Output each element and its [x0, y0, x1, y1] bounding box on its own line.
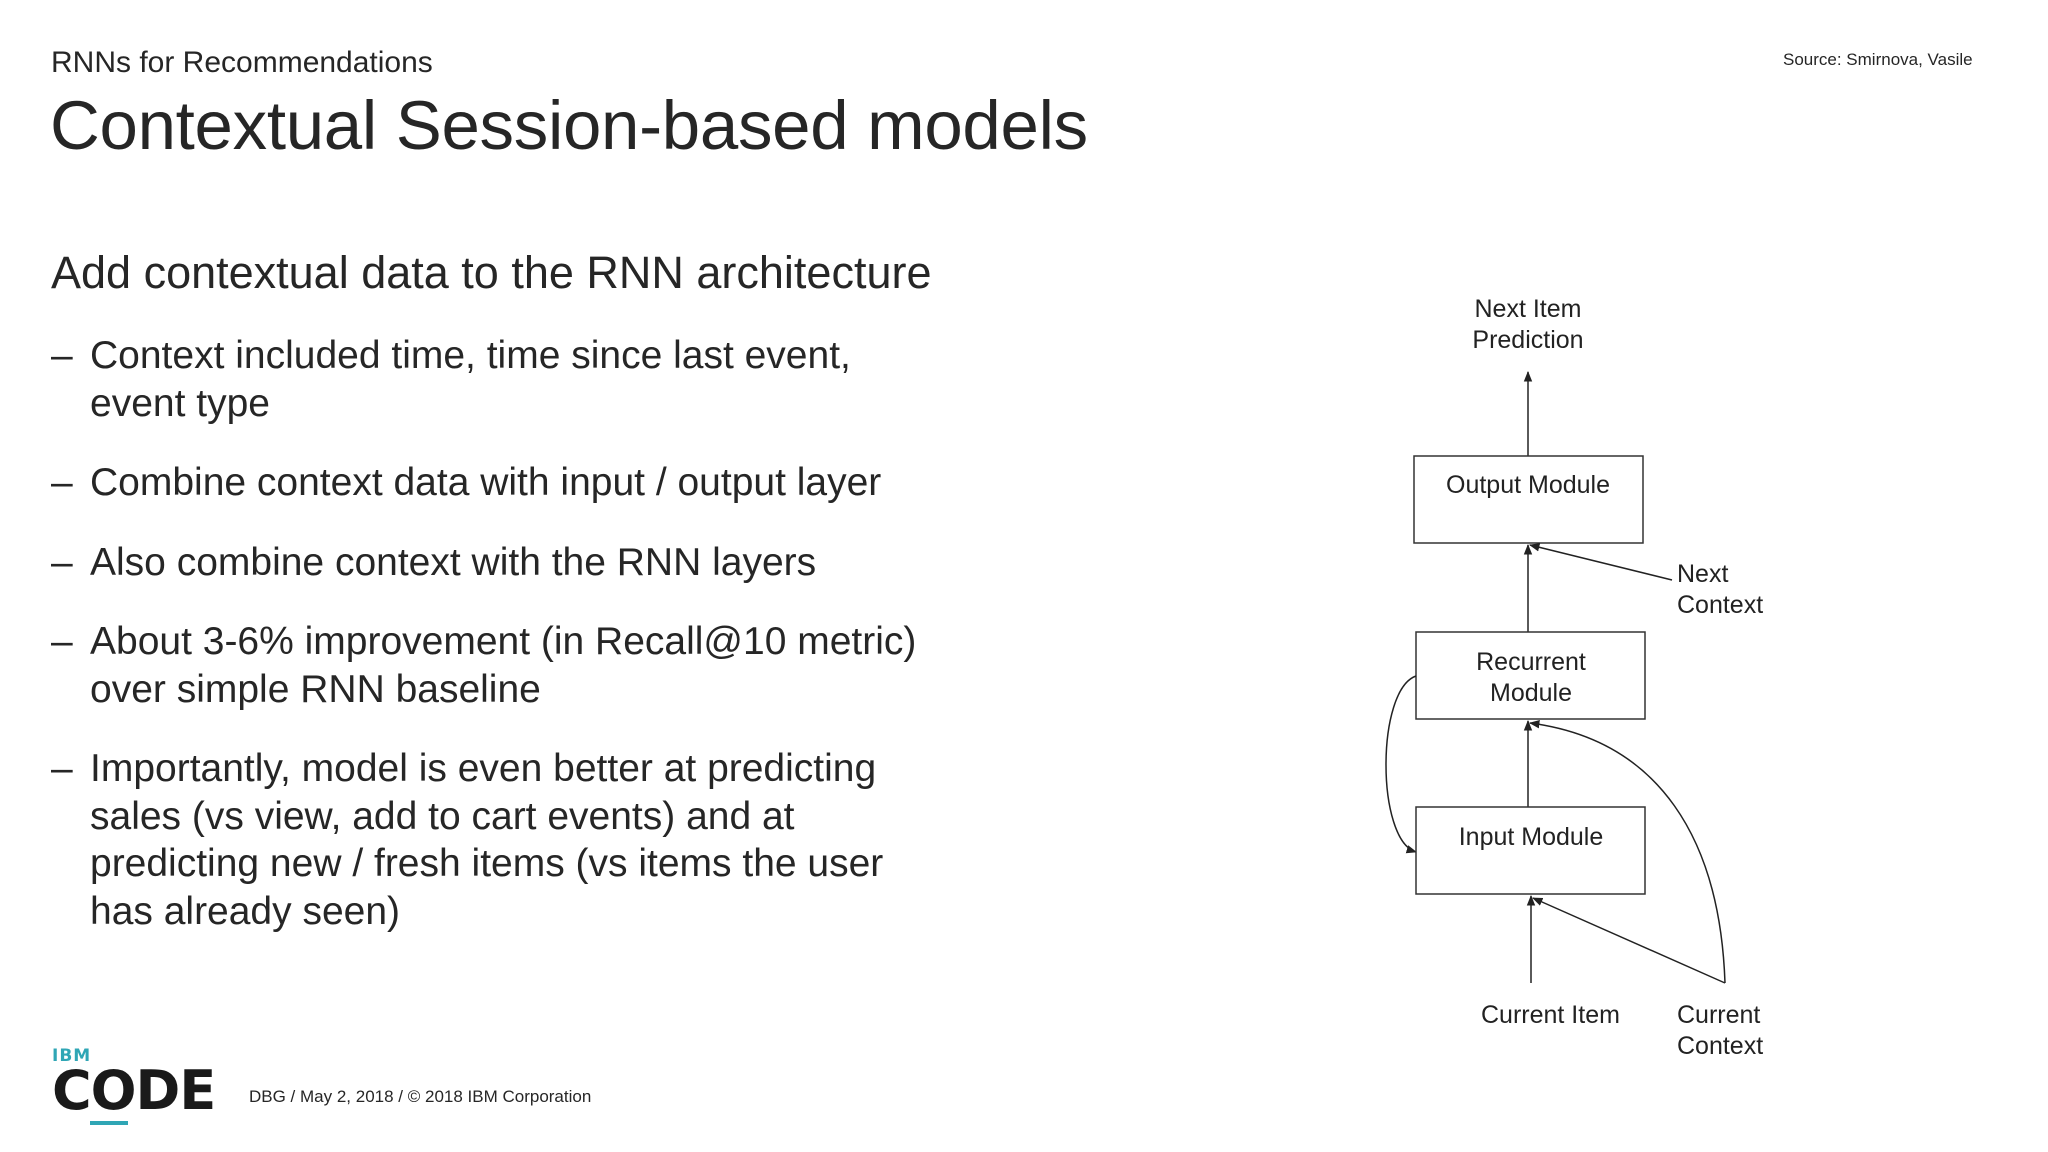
bullet-item: – Also combine context with the RNN laye… [51, 539, 1011, 587]
current-context-label: Current [1677, 1001, 1760, 1029]
logo-code-text: CODE [52, 1059, 216, 1122]
next-context-label: Context [1677, 591, 1763, 619]
bullet-item: – Combine context data with input / outp… [51, 459, 1011, 507]
slide-kicker: RNNs for Recommendations [51, 46, 433, 79]
recurrent-module-box [1415, 631, 1646, 720]
bullet-line: event type [90, 381, 270, 425]
bullet-line: sales (vs view, add to cart events) and … [90, 794, 795, 838]
next-item-prediction-label: Prediction [1472, 326, 1583, 354]
recurrent-module-label: Recurrent [1476, 648, 1586, 676]
bullet-line: Importantly, model is even better at pre… [90, 747, 877, 790]
arrow-next-context [1528, 543, 1673, 581]
current-item-label: Current Item [1481, 1001, 1620, 1029]
bullet-list: – Context included time, time since last… [51, 332, 1011, 967]
lead-text: Add contextual data to the RNN architect… [51, 247, 932, 298]
recurrent-loop-arrow [1385, 675, 1418, 854]
bullet-line: Combine context data with input / output… [90, 461, 882, 504]
input-module-box [1415, 806, 1646, 895]
next-item-prediction-label: Next Item [1475, 295, 1582, 323]
source-note: Source: Smirnova, Vasile [1783, 50, 1973, 69]
bullet-line: Also combine context with the RNN layers [90, 540, 817, 584]
bullet-item: – Importantly, model is even better at p… [51, 745, 1011, 935]
bullet-line: has already seen) [90, 889, 401, 933]
arrow-context-to-recurrent [1528, 720, 1726, 984]
bullet-line: over simple RNN baseline [90, 667, 541, 711]
bullet-dash: – [51, 620, 73, 663]
next-context-label: Next [1677, 560, 1728, 588]
output-module-label: Output Module [1446, 471, 1610, 499]
current-context-label: Context [1677, 1032, 1763, 1060]
architecture-diagram: Next Item Prediction Output Module Next … [1380, 280, 1820, 1080]
bullet-dash: – [51, 334, 73, 377]
slide-title: Contextual Session-based models [50, 87, 1088, 164]
bullet-dash: – [51, 540, 73, 584]
bullet-dash: – [51, 461, 73, 504]
bullet-line: About 3-6% improvement (in Recall@10 met… [90, 620, 917, 663]
footer-text: DBG / May 2, 2018 / © 2018 IBM Corporati… [249, 1087, 592, 1106]
bullet-item: – About 3-6% improvement (in Recall@10 m… [51, 618, 1011, 713]
ibm-code-logo: IBM CODE [52, 1046, 216, 1125]
output-module-box [1413, 455, 1644, 544]
bullet-dash: – [51, 747, 73, 790]
input-module-label: Input Module [1459, 823, 1604, 851]
logo-underline [90, 1121, 128, 1125]
bullet-line: predicting new / fresh items (vs items t… [90, 842, 884, 885]
logo-ibm-text: IBM [52, 1046, 92, 1066]
bullet-item: – Context included time, time since last… [51, 332, 1011, 427]
recurrent-module-label: Module [1490, 679, 1572, 707]
bullet-line: Context included time, time since last e… [90, 334, 851, 377]
arrow-context-to-input [1532, 897, 1726, 984]
